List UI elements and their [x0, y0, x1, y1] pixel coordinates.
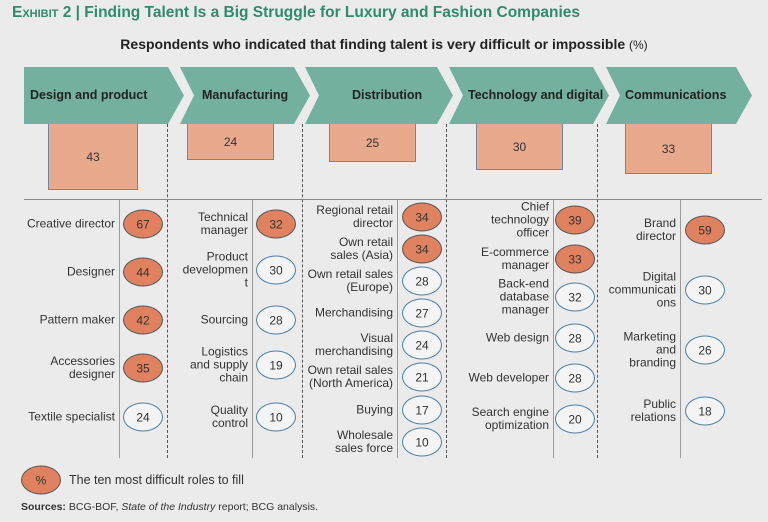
- role-label: Visual merchandising: [314, 331, 393, 358]
- role-label: Search engine optimization: [471, 405, 549, 432]
- role-label: Web design: [485, 330, 549, 345]
- separator: |: [75, 4, 80, 21]
- subtitle: Respondents who indicated that finding t…: [0, 36, 768, 52]
- column-divider: [302, 124, 303, 458]
- category-value-box: 30: [476, 124, 563, 170]
- role-label: Product development: [182, 249, 248, 290]
- chevron-2: Distribution: [305, 67, 453, 124]
- role-value-bubble: 35: [123, 353, 163, 383]
- role-value-bubble: 33: [555, 244, 595, 274]
- role-value-bubble: 30: [256, 255, 296, 285]
- category-value-box: 33: [625, 124, 712, 174]
- role-label: Pattern maker: [39, 312, 115, 327]
- exhibit-title: Exhibit 2 | Finding Talent Is a Big Stru…: [12, 4, 580, 22]
- role-value-bubble: 20: [555, 404, 595, 434]
- role-label: Technical manager: [197, 210, 248, 237]
- column-divider: [167, 124, 168, 458]
- column-axis: [252, 200, 253, 458]
- role-label: Merchandising: [314, 305, 393, 320]
- source-text-end: report; BCG analysis.: [215, 501, 319, 513]
- source-report: State of the Industry: [121, 501, 216, 513]
- role-label: Sourcing: [200, 312, 248, 327]
- role-label: Accessories designer: [50, 354, 115, 381]
- column-divider: [446, 124, 447, 458]
- chevron-3: Technology and digital: [449, 67, 609, 124]
- role-value-bubble: 28: [555, 323, 595, 353]
- role-value-bubble: 10: [402, 427, 442, 457]
- category-label: Manufacturing: [202, 88, 289, 102]
- category-value-box: 25: [329, 124, 416, 162]
- column-axis: [680, 200, 681, 458]
- role-value-bubble: 24: [402, 330, 442, 360]
- role-label: Buying: [356, 402, 393, 417]
- role-value-bubble: 28: [402, 266, 442, 296]
- role-label: Digital communications: [608, 269, 676, 310]
- column-axis: [397, 200, 398, 458]
- role-label: Wholesale sales force: [334, 428, 393, 455]
- source-prefix: Sources:: [21, 501, 66, 513]
- role-label: Brand director: [635, 216, 676, 243]
- category-label: Design and product: [30, 88, 148, 102]
- column-axis: [119, 200, 120, 458]
- role-value-bubble: 21: [402, 362, 442, 392]
- chevron-1: Manufacturing: [180, 67, 310, 124]
- role-label: Back-end database manager: [498, 276, 549, 317]
- category-label: Communications: [625, 88, 727, 102]
- source-text: BCG-BOF,: [65, 501, 122, 513]
- role-label: E-commerce manager: [480, 245, 549, 272]
- role-value-bubble: 34: [402, 234, 442, 264]
- divider-line: [24, 199, 762, 200]
- role-label: Own retail sales (Europe): [307, 267, 393, 294]
- exhibit-number: Exhibit 2: [12, 4, 72, 21]
- role-label: Creative director: [26, 216, 115, 231]
- chevron-0: Design and product: [24, 67, 184, 124]
- role-value-bubble: 59: [685, 215, 725, 245]
- role-label: Logistics and supply chain: [189, 344, 248, 385]
- role-value-bubble: 32: [256, 209, 296, 239]
- role-label: Own retail sales (Asia): [330, 235, 393, 262]
- category-label: Distribution: [352, 88, 423, 102]
- role-value-bubble: 19: [256, 350, 296, 380]
- subtitle-unit: (%): [629, 38, 648, 52]
- role-value-bubble: 18: [685, 396, 725, 426]
- role-value-bubble: 42: [123, 305, 163, 335]
- role-value-bubble: 28: [555, 363, 595, 393]
- role-label: Designer: [66, 264, 115, 279]
- source-note: Sources: BCG-BOF, State of the Industry …: [21, 501, 318, 513]
- role-value-bubble: 30: [685, 275, 725, 305]
- role-value-bubble: 24: [123, 402, 163, 432]
- role-label: Public relations: [630, 397, 676, 424]
- role-label: Regional retail director: [316, 203, 393, 230]
- role-label: Chief technology officer: [490, 199, 549, 240]
- category-value-box: 24: [187, 124, 274, 160]
- role-label: Textile specialist: [28, 409, 115, 424]
- role-label: Web developer: [468, 370, 550, 385]
- role-label: Marketing and branding: [623, 329, 676, 370]
- subtitle-text: Respondents who indicated that finding t…: [120, 36, 626, 52]
- role-value-bubble: 44: [123, 257, 163, 287]
- legend-bubble: %: [21, 465, 61, 495]
- column-axis: [553, 200, 554, 458]
- chevron-4: Communications: [606, 67, 752, 124]
- role-label: Own retail sales (North America): [307, 363, 393, 390]
- role-value-bubble: 27: [402, 298, 442, 328]
- category-value-box: 43: [48, 124, 138, 190]
- role-value-bubble: 32: [555, 282, 595, 312]
- role-value-bubble: 26: [685, 335, 725, 365]
- role-value-bubble: 10: [256, 402, 296, 432]
- role-value-bubble: 34: [402, 202, 442, 232]
- legend-text: The ten most difficult roles to fill: [69, 473, 244, 487]
- role-value-bubble: 39: [555, 205, 595, 235]
- role-label: Quality control: [210, 403, 248, 430]
- column-divider: [597, 124, 598, 458]
- role-value-bubble: 67: [123, 209, 163, 239]
- role-value-bubble: 17: [402, 395, 442, 425]
- title-text: Finding Talent Is a Big Struggle for Lux…: [84, 4, 581, 21]
- category-label: Technology and digital: [468, 88, 604, 102]
- role-value-bubble: 28: [256, 305, 296, 335]
